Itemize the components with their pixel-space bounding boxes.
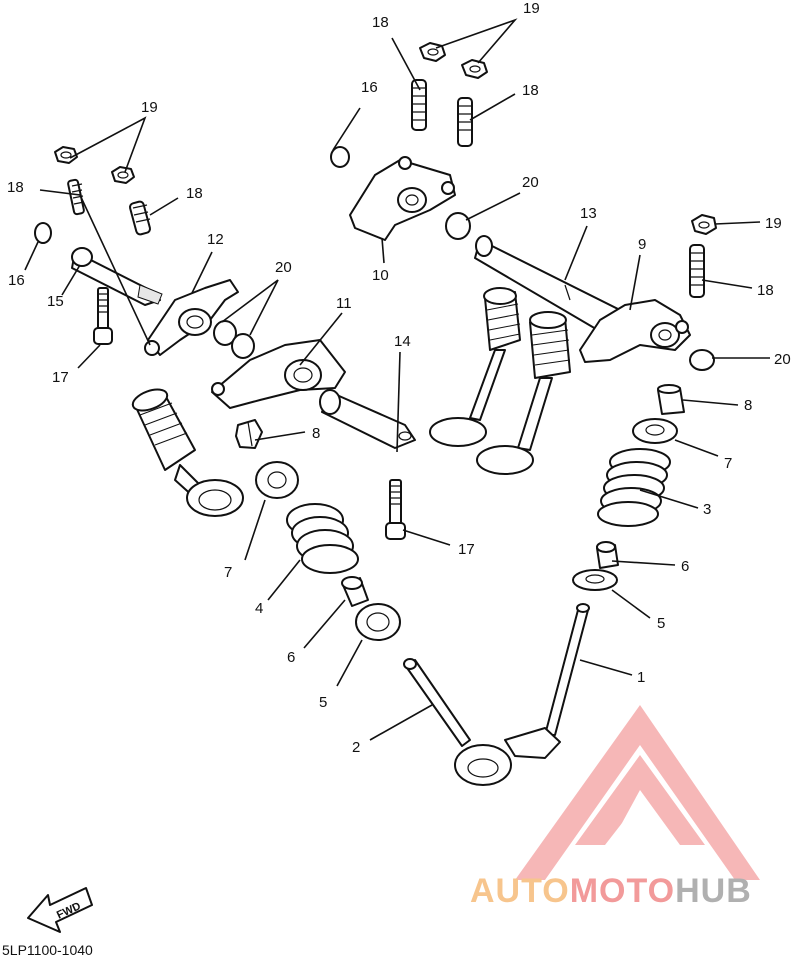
callout-1: 1 [637, 669, 645, 686]
callout-13: 13 [580, 205, 597, 222]
callout-17-center: 17 [458, 541, 475, 558]
part-cotter-8-left [235, 419, 263, 449]
part-washer-20-top [445, 212, 471, 240]
part-spring-4 [286, 503, 359, 574]
callout-7-right: 7 [724, 455, 732, 472]
callout-18-left-2: 18 [186, 185, 203, 202]
callout-18-right: 18 [757, 282, 774, 299]
callout-6-right: 6 [681, 558, 689, 575]
callout-11: 11 [336, 295, 352, 312]
callout-9: 9 [638, 236, 646, 253]
part-lifter-left [131, 388, 244, 517]
part-spring-3 [597, 448, 671, 527]
callout-10: 10 [372, 267, 389, 284]
callout-16-left: 16 [8, 272, 25, 289]
callout-5-left: 5 [319, 694, 327, 711]
part-retainer-7-left [255, 461, 299, 499]
callout-18-left: 18 [7, 179, 24, 196]
part-nut-19-right [691, 214, 717, 235]
callout-8-right: 8 [744, 397, 752, 414]
part-stud-18-top [411, 79, 473, 147]
part-oring-16-top [330, 146, 350, 168]
part-seal-6-left [341, 576, 369, 607]
callout-19-left: 19 [141, 99, 158, 116]
brand-wordmark: AUTOMOTOHUB [470, 872, 752, 911]
callout-19-right: 19 [765, 215, 782, 232]
automotohub-logo-icon [515, 705, 760, 880]
part-washer-20-right [689, 349, 715, 371]
part-shaft-15 [71, 247, 163, 306]
callout-20-top: 20 [522, 174, 539, 191]
part-lifter-center-1 [429, 287, 521, 447]
part-stud-18-right [689, 244, 705, 298]
part-shaft-14 [319, 389, 416, 449]
part-seal-6-right [596, 541, 619, 569]
part-bolt-17-left [93, 287, 113, 345]
part-seat-5-left [355, 603, 401, 641]
part-bolt-17-center [385, 479, 406, 540]
part-nut-19-top [419, 42, 488, 79]
callout-6-left: 6 [287, 649, 295, 666]
callout-17-left: 17 [52, 369, 69, 386]
part-nut-19-left [54, 146, 135, 184]
part-rocker-arm-9 [579, 299, 691, 363]
part-rocker-arm-10 [349, 156, 456, 241]
part-retainer-7-right [632, 418, 678, 444]
callout-20-right: 20 [774, 351, 791, 368]
part-oring-16-left [34, 222, 52, 244]
callout-4: 4 [255, 600, 263, 617]
leader-lines [24, 18, 770, 741]
part-washer-20-left [213, 320, 255, 359]
part-valve-1 [504, 603, 590, 759]
callout-8-left: 8 [312, 425, 320, 442]
callout-15: 15 [47, 293, 64, 310]
callout-14: 14 [394, 333, 411, 350]
part-rocker-arm-11 [211, 339, 346, 409]
callout-3: 3 [703, 501, 711, 518]
callout-16-top: 16 [361, 79, 378, 96]
brand-hub: HUB [675, 872, 752, 910]
callout-18-top-2: 18 [522, 82, 539, 99]
brand-moto: MOTO [569, 872, 676, 910]
part-cotter-8-right [657, 384, 685, 415]
fwd-arrow-icon: FWD [27, 887, 93, 933]
part-lifter-center-2 [476, 311, 571, 475]
callout-5-right: 5 [657, 615, 665, 632]
callout-19-top: 19 [523, 0, 540, 17]
brand-auto: AUTO [470, 872, 570, 910]
part-seat-5-right [572, 569, 618, 591]
callout-12: 12 [207, 231, 224, 248]
callout-18-top: 18 [372, 14, 389, 31]
part-rocker-arm-12 [144, 279, 239, 356]
callout-20-left: 20 [275, 259, 292, 276]
part-stud-18-left [67, 178, 152, 236]
diagram-code: 5LP1100-1040 [2, 942, 93, 958]
callout-2: 2 [352, 739, 360, 756]
callout-7-left: 7 [224, 564, 232, 581]
callout-labels: 1 2 3 4 5 5 6 6 7 7 8 8 9 10 11 12 13 14… [7, 0, 791, 756]
part-valve-2 [403, 658, 512, 786]
